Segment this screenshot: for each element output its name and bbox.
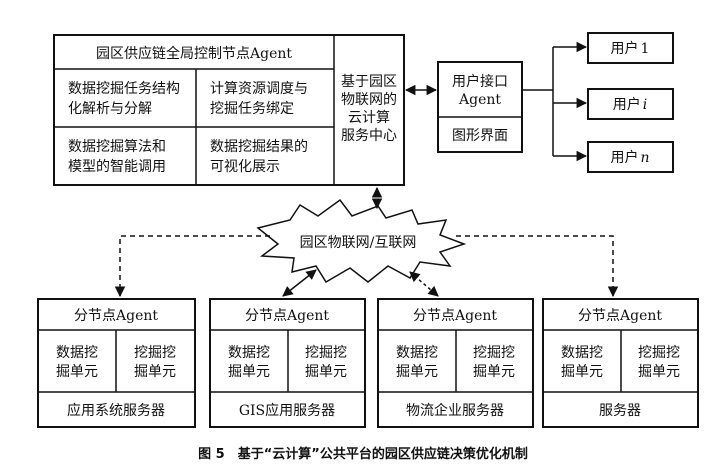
sub-node-3-footer: 物流企业服务器 — [406, 402, 504, 419]
sub-node-1-unit-left-line1: 数据挖 — [56, 345, 98, 361]
sub-node-2-unit-left-line1: 数据挖 — [228, 345, 270, 361]
sub-node-2-unit-left-line2: 掘单元 — [228, 364, 270, 380]
cloud-center-line2: 物联网的 — [341, 92, 397, 108]
usern-box — [587, 141, 674, 173]
user1-box — [587, 32, 674, 64]
cell-algorithm-invocation-line1: 数据挖掘算法和 — [68, 139, 166, 155]
global-control-node — [53, 34, 405, 186]
sub-node-1-footer: 应用系统服务器 — [67, 402, 165, 419]
sub-node-1-unit-right-line1: 挖掘挖 — [134, 345, 176, 361]
sub-node-4-unit-right-line1: 挖掘挖 — [638, 345, 680, 361]
sub-node-3-title: 分节点Agent — [413, 308, 497, 324]
sub-node-1-unit-left-line2: 掘单元 — [56, 364, 98, 380]
sub-node-1: 分节点Agent 数据挖 掘单元 挖掘挖 掘单元 应用系统服务器 — [37, 298, 196, 428]
sub-node-4-unit-right-line2: 掘单元 — [638, 364, 680, 380]
user-interface-block — [437, 61, 523, 153]
sub-node-2-unit-right-line2: 掘单元 — [305, 364, 347, 380]
cell-visualization-line2: 可视化展示 — [210, 159, 280, 175]
sub-node-3: 分节点Agent 数据挖 掘单元 挖掘挖 掘单元 物流企业服务器 — [377, 298, 534, 428]
sub-node-3-unit-left-line1: 数据挖 — [396, 345, 438, 361]
sub-node-4-title: 分节点Agent — [578, 308, 662, 324]
sub-node-3-unit-right-line2: 掘单元 — [473, 364, 515, 380]
sub-node-4-unit-left-line1: 数据挖 — [561, 345, 603, 361]
sub-node-3-unit-right-line1: 挖掘挖 — [473, 345, 515, 361]
sub-node-2-title: 分节点Agent — [245, 308, 329, 324]
cloud-center-line4: 服务中心 — [341, 128, 397, 144]
cloud-center-line1: 基于园区 — [341, 73, 397, 90]
cell-task-decomposition-line2: 化解析与分解 — [68, 101, 152, 117]
user-connectors — [522, 47, 554, 156]
sub-node-4-unit-left-line2: 掘单元 — [561, 364, 603, 380]
cell-visualization-line1: 数据挖掘结果的 — [210, 139, 308, 155]
gui-label: 图形界面 — [452, 128, 508, 144]
user-interface-agent-line2: Agent — [458, 92, 501, 108]
sub-node-1-unit-right-line2: 掘单元 — [134, 364, 176, 380]
dashed-link-right — [456, 235, 619, 298]
useri-box — [587, 88, 674, 120]
cell-resource-scheduling-line1: 计算资源调度与 — [210, 81, 308, 97]
sub-node-4: 分节点Agent 数据挖 掘单元 挖掘挖 掘单元 服务器 — [542, 298, 699, 428]
sub-node-2: 分节点Agent 数据挖 掘单元 挖掘挖 掘单元 GIS应用服务器 — [209, 298, 366, 428]
network-label: 园区物联网/互联网 — [300, 235, 417, 251]
cell-algorithm-invocation-line2: 模型的智能调用 — [68, 159, 166, 175]
sub-node-3-unit-left-line2: 掘单元 — [396, 364, 438, 380]
cloud-center-line3: 云计算 — [348, 110, 390, 126]
sub-node-4-footer: 服务器 — [599, 403, 641, 419]
sub-node-2-unit-right-line1: 挖掘挖 — [305, 345, 347, 361]
user-interface-agent-line1: 用户接口 — [452, 73, 508, 90]
dashed-link-left — [114, 235, 270, 298]
sub-node-2-footer: GIS应用服务器 — [239, 402, 335, 419]
global-node-title: 园区供应链全局控制节点Agent — [96, 45, 292, 62]
logistics-network-arrow — [409, 271, 439, 297]
cell-resource-scheduling-line2: 挖掘任务绑定 — [210, 101, 294, 117]
figure-caption: 图 5 基于“云计算”公共平台的园区供应链决策优化机制 — [198, 446, 528, 462]
gis-network-arrow — [282, 269, 317, 297]
sub-node-1-title: 分节点Agent — [74, 308, 158, 324]
cell-task-decomposition-line1: 数据挖掘任务结构 — [68, 81, 180, 97]
